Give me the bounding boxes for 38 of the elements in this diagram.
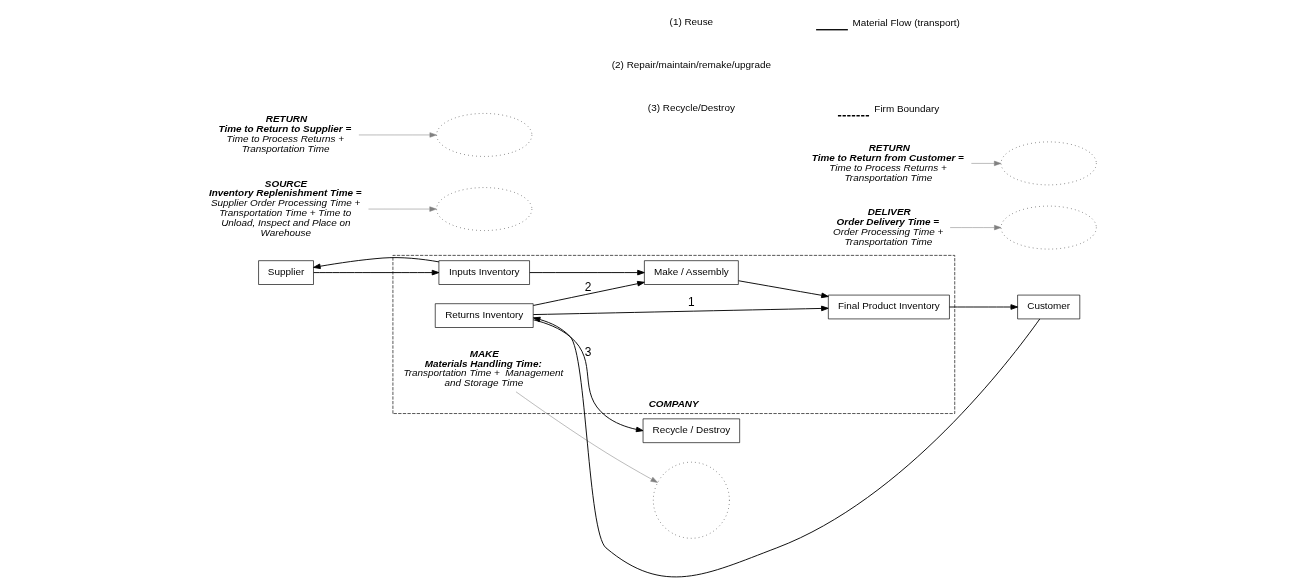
arrow [529, 269, 645, 276]
arrow [313, 257, 440, 270]
edge-label: 2 [584, 279, 592, 294]
node-ellipse [1000, 141, 1097, 186]
node-ellipse [436, 113, 533, 157]
node-box: Recycle / Destroy [642, 418, 740, 443]
arrow [532, 319, 644, 433]
arrow [738, 280, 829, 299]
arrow [532, 316, 1041, 578]
node-box: Returns Inventory [434, 303, 534, 328]
arrow [949, 304, 1019, 310]
node-ellipse [436, 187, 533, 231]
arrow [313, 269, 440, 276]
node-text: MAKE Materials Handling Time: Transportation Time + Management and Storage Time [403, 347, 564, 389]
arrow [532, 280, 645, 306]
node-box: Make / Assembly [644, 260, 739, 285]
node-text: RETURN Time to Return from Customer = Time to Process Returns + Transportation Time [811, 141, 964, 183]
arrow [532, 305, 829, 316]
arrow [515, 391, 658, 483]
node-box: Inputs Inventory [438, 260, 530, 285]
node-box: Supplier [258, 260, 314, 285]
node-ellipse [1000, 205, 1097, 250]
legend-label: Firm Boundary [874, 102, 940, 114]
arrow [358, 132, 437, 138]
node-text: DELIVER Order Delivery Time = Order Processing Time + Transportation Time [832, 206, 944, 247]
edge-label: 3 [584, 344, 592, 359]
node-box: Final Product Inventory [828, 294, 950, 320]
arrow [949, 225, 1002, 231]
node-text: RETURN Time to Return to Supplier = Time to Process Returns + Transportation Time [218, 113, 352, 155]
label: (3) Recycle/Destroy [647, 102, 735, 114]
legend-label: Material Flow (transport) [852, 16, 960, 28]
label: (2) Repair/maintain/remake/upgrade [611, 59, 771, 71]
arrow [971, 160, 1002, 166]
label: (1) Reuse [669, 16, 714, 28]
edge-label: 1 [688, 294, 695, 309]
node-box: Customer [1017, 294, 1081, 320]
node-text: SOURCE Inventory Replenishment Time = Supplier Order Processing Time + Transportation Time + Time to Unload, Inspect and Place on Warehouse [208, 177, 362, 239]
arrow [368, 206, 437, 212]
